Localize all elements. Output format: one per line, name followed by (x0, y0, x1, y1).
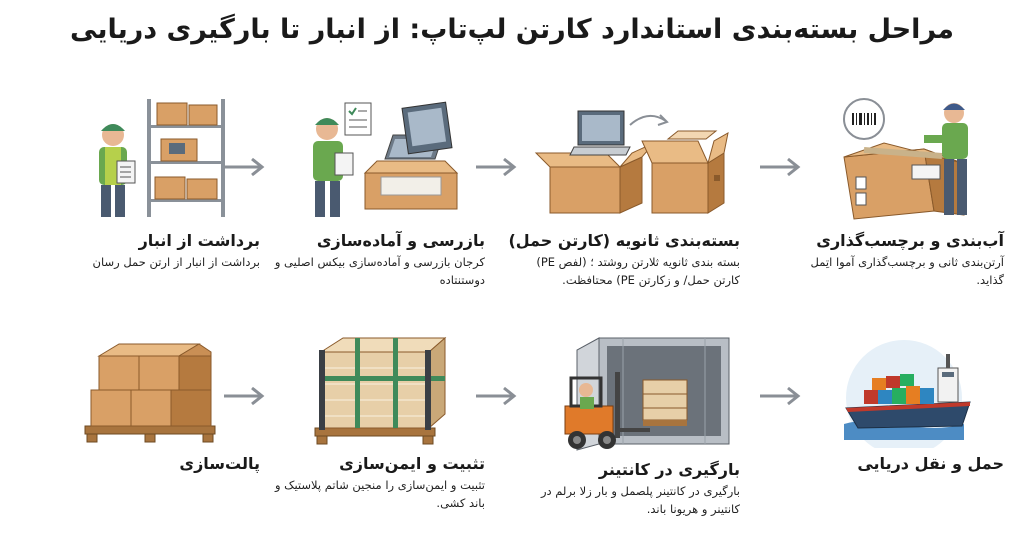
step-picking: برداشت از انبار برداشت از انبار از ارتن … (40, 95, 260, 272)
sealing-labeling-icon (843, 98, 968, 220)
step-secondary-packaging: بسته‌بندی ثانویه (کارتن حمل) بسته بندی ث… (508, 95, 740, 290)
step-desc: آرتن‌بندی ثانی و برچسب‌گذاری آموا اتِمل … (810, 255, 1004, 287)
container-loading-icon (564, 337, 730, 451)
step-inspection: بازرسی و آماده‌سازی کرجان بازرسی و آماده… (265, 95, 485, 290)
step-desc: برداشت از انبار از ارتن حمل رسان (92, 255, 260, 269)
arrow-right-icon (476, 386, 517, 406)
arrow-right-icon (476, 157, 517, 177)
step-heading: بسته‌بندی ثانویه (کارتن حمل) (508, 231, 740, 250)
page-title: مراحل بسته‌بندی استاندارد کارتن لپ‌تاپ: … (70, 14, 954, 45)
secondary-packaging-icon (534, 110, 729, 214)
step-palletizing: پالت‌سازی (40, 328, 260, 477)
arrow-right-icon (224, 386, 265, 406)
step-heading: آب‌بندی و برچسب‌گذاری (816, 231, 1004, 250)
arrow-right-icon (760, 157, 801, 177)
step-sea-freight: حمل و نقل دریایی (784, 328, 1004, 477)
warehouse-picking-icon (99, 99, 225, 217)
step-desc: بسته بندی ثانویه ثلارتن روشتد ؛ (لفص PE)… (536, 255, 740, 287)
step-securing: تثبیت و ایمن‌سازی تثبیت و ایمن‌سازی را م… (265, 328, 485, 513)
step-desc: بارگیری در کانتینر پلصمل و بار زلا برلم … (540, 484, 740, 516)
step-heading: تثبیت و ایمن‌سازی (339, 454, 485, 473)
step-heading: بارگیری در کانتینر (598, 460, 740, 479)
step-sealing-labeling: آب‌بندی و برچسب‌گذاری آرتن‌بندی ثانی و ب… (784, 95, 1004, 290)
palletizing-icon (84, 343, 216, 443)
arrow-right-icon (224, 157, 265, 177)
sea-freight-icon (844, 340, 971, 448)
step-heading: حمل و نقل دریایی (857, 454, 1004, 473)
inspection-icon (313, 101, 459, 217)
step-heading: برداشت از انبار (138, 231, 260, 250)
step-heading: پالت‌سازی (179, 454, 260, 473)
securing-icon (314, 336, 447, 445)
arrow-right-icon (760, 386, 801, 406)
step-heading: بازرسی و آماده‌سازی (316, 231, 485, 250)
step-desc: کرجان بازرسی و آماده‌سازی بیکس اصلیی و د… (274, 255, 485, 287)
step-desc: تثبیت و ایمن‌سازی را منجین شاتم پلاستیک … (274, 478, 485, 510)
step-container-loading: بارگیری در کانتینر بارگیری در کانتینر پل… (520, 328, 740, 519)
